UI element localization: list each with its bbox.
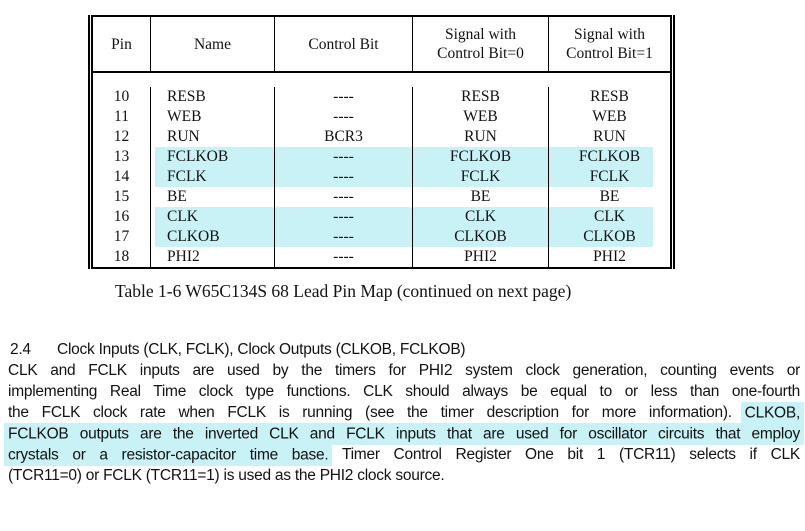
control-bit-cell: ----: [274, 187, 412, 207]
text-segment: Timer Control Register One bit 1 (TCR11)…: [328, 446, 800, 463]
signal-bit1-cell: WEB: [548, 107, 670, 127]
signal-bit0-cell: FCLKOB: [412, 147, 548, 167]
control-bit-cell: ----: [274, 247, 412, 267]
pin-cell: 16: [113, 208, 130, 225]
paragraph-line: CLK and FCLK inputs are used by the time…: [8, 360, 800, 381]
paragraph-line: FCLKOB outputs are the inverted CLK and …: [4, 422, 804, 445]
column-header-label: Pin: [111, 35, 132, 53]
signal-bit1-cell: FCLK: [548, 167, 670, 187]
column-header-label: Name: [193, 35, 231, 53]
paragraph-line: crystals or a resistor-capacitor time ba…: [4, 443, 800, 466]
table-caption: Table 1-6 W65C134S 68 Lead Pin Map (cont…: [115, 281, 572, 301]
signal-bit1-cell: RESB: [548, 87, 670, 107]
name-cell: WEB: [150, 107, 274, 127]
control-bit-cell: ----: [274, 87, 412, 107]
column-header-label: Signal with: [573, 26, 646, 43]
name-cell: RUN: [150, 127, 274, 147]
name-cell: FCLKOB: [150, 147, 274, 167]
column-header-pin: Pin: [93, 17, 150, 71]
section-number: 2.4: [10, 341, 31, 358]
name-cell: PHI2: [150, 247, 274, 267]
pin-cell: 11: [114, 108, 129, 125]
table-header-gap: [93, 73, 670, 87]
column-header-label: Control Bit=1: [566, 45, 653, 62]
control-bit-cell: ----: [274, 107, 412, 127]
control-bit-cell: ----: [274, 167, 412, 187]
section-title: Clock Inputs (CLK, FCLK), Clock Outputs …: [57, 341, 466, 358]
signal-bit0-cell: CLK: [412, 207, 548, 227]
column-header-label: Signal with: [444, 26, 517, 43]
name-cell: CLKOB: [150, 227, 274, 247]
paragraph-line: the FCLK clock rate when FCLK is running…: [8, 401, 804, 424]
text-segment: the FCLK clock rate when FCLK is running…: [8, 404, 745, 421]
pin-cell: 17: [113, 228, 130, 245]
pin-cell: 14: [113, 168, 130, 185]
signal-bit0-cell: CLKOB: [412, 227, 548, 247]
pin-cell: 10: [113, 88, 130, 105]
signal-bit1-cell: FCLKOB: [548, 147, 670, 167]
paragraph-line: implementing Real Time clock type functi…: [8, 381, 800, 402]
body-paragraph: CLK and FCLK inputs are used by the time…: [4, 360, 804, 486]
table-row-highlighted: 14 FCLK ---- FCLK FCLK: [93, 167, 670, 187]
table-row: 18 PHI2 ---- PHI2 PHI2: [93, 247, 670, 267]
table-row-highlighted: 13 FCLKOB ---- FCLKOB FCLKOB: [93, 147, 670, 167]
column-header-signal-bit0: Signal with Control Bit=0: [412, 17, 548, 71]
signal-bit1-cell: RUN: [548, 127, 670, 147]
highlighted-text-segment: crystals or a resistor-capacitor time ba…: [4, 443, 333, 466]
column-header-label: Control Bit=0: [437, 45, 524, 62]
table-row: 11 WEB ---- WEB WEB: [93, 107, 670, 127]
signal-bit0-cell: WEB: [412, 107, 548, 127]
signal-bit0-cell: FCLK: [412, 167, 548, 187]
pin-cell: 15: [113, 188, 130, 205]
signal-bit0-cell: RESB: [412, 87, 548, 107]
name-cell: BE: [150, 187, 274, 207]
table-body: 10 RESB ---- RESB RESB 11 WEB ---- WEB W…: [93, 87, 670, 269]
column-header-control-bit: Control Bit: [274, 17, 412, 71]
pin-cell: 18: [113, 248, 130, 265]
text-segment: implementing Real Time clock type functi…: [8, 383, 800, 400]
pin-map-table: Pin Name Control Bit Signal with Control…: [88, 15, 675, 269]
table-row-highlighted: 16 CLK ---- CLK CLK: [93, 207, 670, 227]
signal-bit1-cell: BE: [548, 187, 670, 207]
table-row-highlighted: 17 CLKOB ---- CLKOB CLKOB: [93, 227, 670, 247]
pin-cell: 13: [113, 148, 130, 165]
signal-bit1-cell: PHI2: [548, 247, 670, 267]
text-segment: CLK and FCLK inputs are used by the time…: [8, 362, 800, 379]
highlighted-text-segment: FCLKOB outputs are the inverted CLK and …: [4, 422, 804, 445]
control-bit-cell: BCR3: [274, 127, 412, 147]
signal-bit0-cell: RUN: [412, 127, 548, 147]
signal-bit1-cell: CLKOB: [548, 227, 670, 247]
name-cell: FCLK: [150, 167, 274, 187]
highlighted-text-segment: CLKOB,: [740, 401, 804, 424]
column-header-label: Control Bit: [308, 35, 379, 53]
control-bit-cell: ----: [274, 147, 412, 167]
pin-cell: 12: [113, 128, 130, 145]
table-header-row: Pin Name Control Bit Signal with Control…: [93, 15, 670, 73]
table-row: 12 RUN BCR3 RUN RUN: [93, 127, 670, 147]
name-cell: RESB: [150, 87, 274, 107]
control-bit-cell: ----: [274, 207, 412, 227]
signal-bit0-cell: PHI2: [412, 247, 548, 267]
table-row: 15 BE ---- BE BE: [93, 187, 670, 207]
column-header-signal-bit1: Signal with Control Bit=1: [548, 17, 670, 71]
signal-bit0-cell: BE: [412, 187, 548, 207]
name-cell: CLK: [150, 207, 274, 227]
section-heading: 2.4 Clock Inputs (CLK, FCLK), Clock Outpu…: [10, 339, 466, 360]
text-segment: (TCR11=0) or FCLK (TCR11=1) is used as t…: [8, 467, 445, 484]
control-bit-cell: ----: [274, 227, 412, 247]
signal-bit1-cell: CLK: [548, 207, 670, 227]
column-header-name: Name: [150, 17, 274, 71]
paragraph-line: (TCR11=0) or FCLK (TCR11=1) is used as t…: [8, 465, 800, 486]
table-row: 10 RESB ---- RESB RESB: [93, 87, 670, 107]
